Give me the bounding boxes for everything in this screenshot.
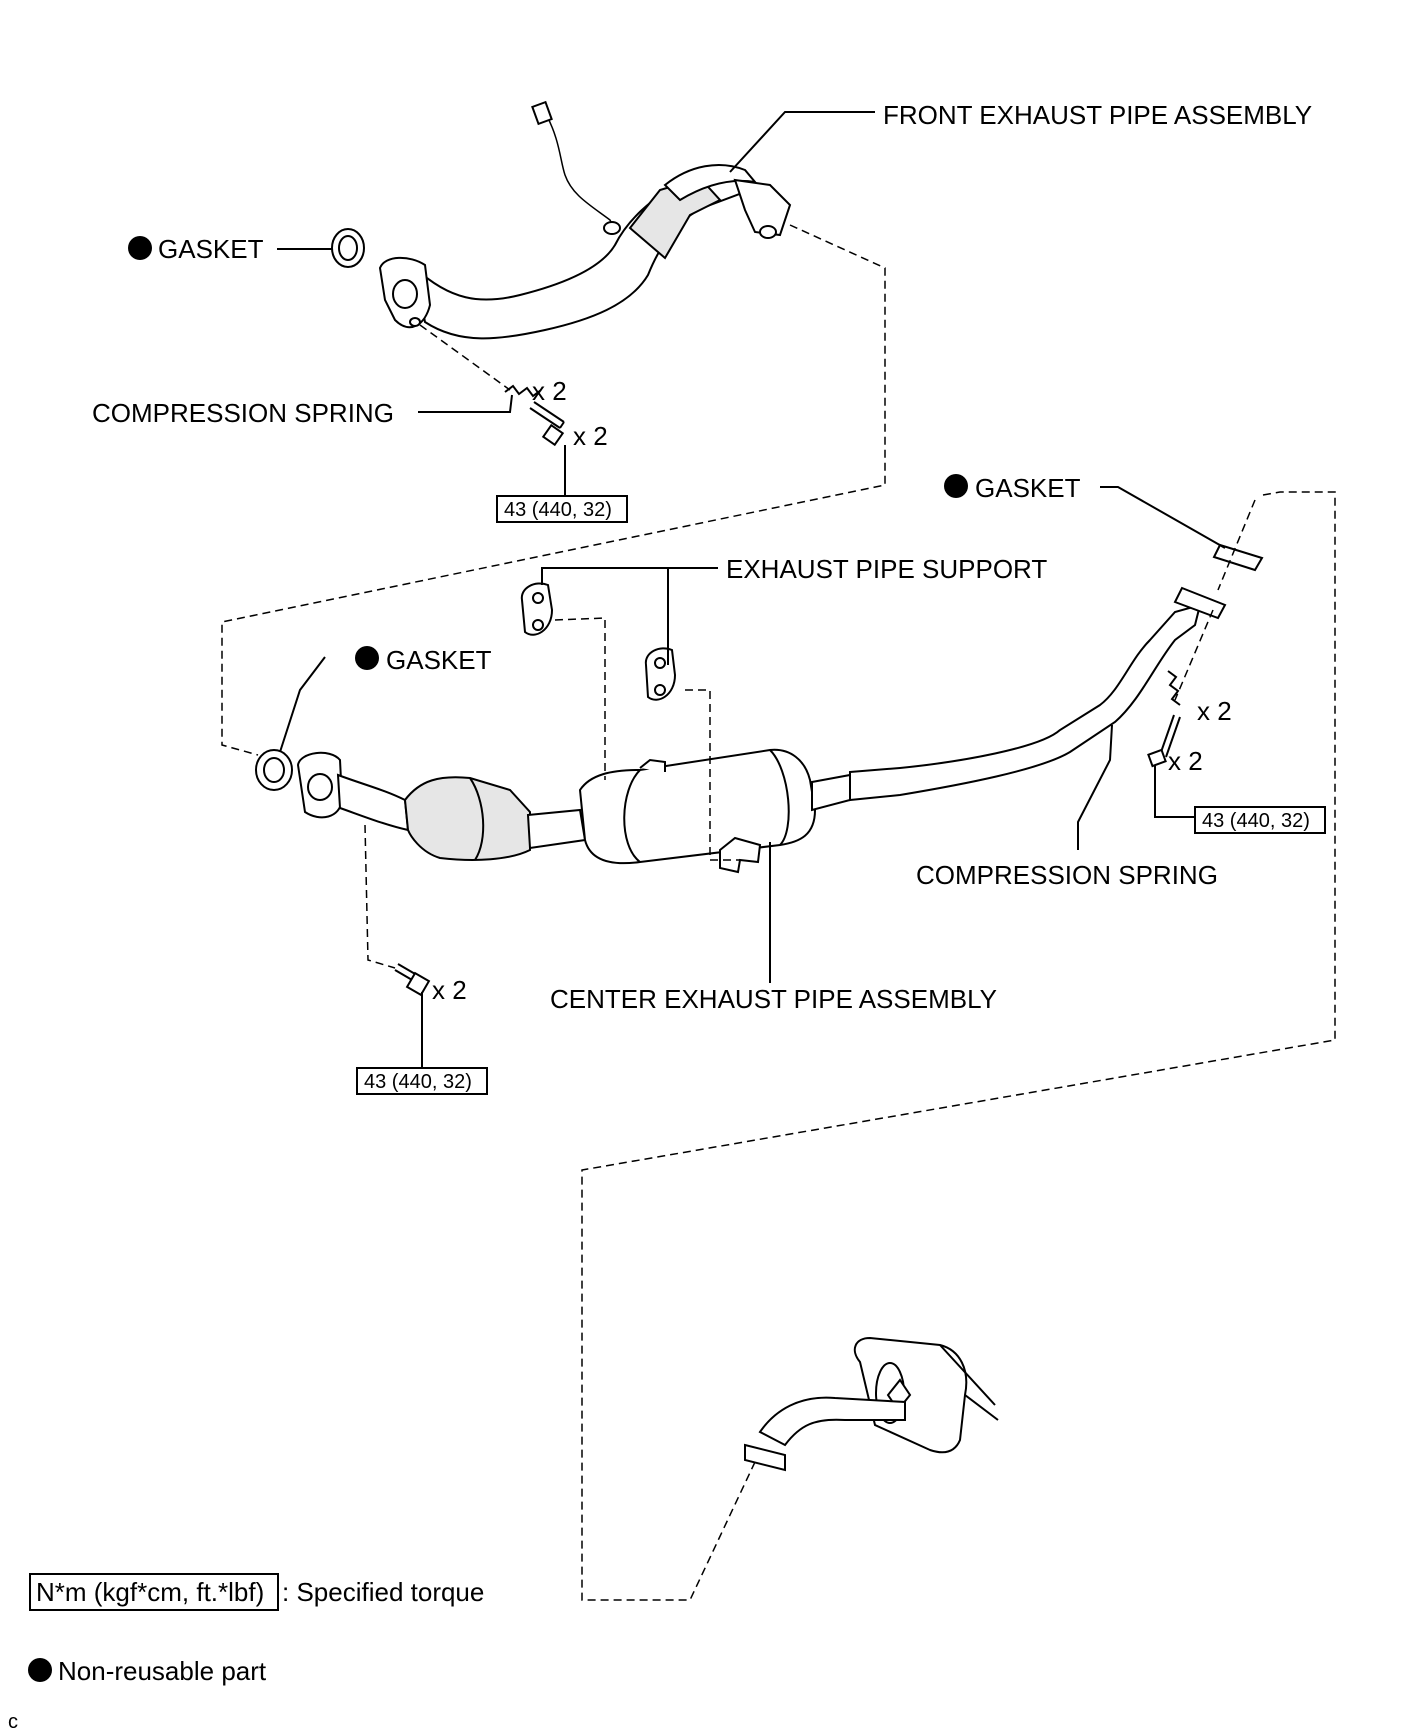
corner-code: c xyxy=(8,1711,18,1733)
label-compression-spring-2: COMPRESSION SPRING xyxy=(916,860,1218,890)
center-flange-bolt xyxy=(394,963,431,997)
nonreusable-marker-gasket-3 xyxy=(355,646,379,670)
qty-spring-front: x 2 xyxy=(532,376,567,406)
alignment-lines xyxy=(221,224,1336,1601)
torque-value-1: 43 (440, 32) xyxy=(504,499,612,521)
legend-torque-desc: : Specified torque xyxy=(282,1577,484,1607)
label-gasket-2: GASKET xyxy=(975,473,1081,503)
label-gasket-3: GASKET xyxy=(386,645,492,675)
nonreusable-marker-gasket-2 xyxy=(944,474,968,498)
label-gasket-1: GASKET xyxy=(158,234,264,264)
legend-nonreusable-desc: Non-reusable part xyxy=(58,1656,267,1686)
exhaust-pipe-supports xyxy=(520,582,677,701)
qty-spring-rear: x 2 xyxy=(1197,696,1232,726)
leader-lines xyxy=(277,111,1226,1068)
torque-box-3 xyxy=(1194,806,1326,834)
torque-value-3: 43 (440, 32) xyxy=(1202,810,1310,832)
front-exhaust-pipe-drawing xyxy=(331,100,792,340)
front-spring-bolt xyxy=(504,384,565,447)
label-center-exhaust-pipe-assembly: CENTER EXHAUST PIPE ASSEMBLY xyxy=(550,984,997,1014)
qty-bolt-front: x 2 xyxy=(573,421,608,451)
legend: N*m (kgf*cm, ft.*lbf) : Specified torque… xyxy=(28,1573,484,1686)
center-exhaust-pipe-drawing xyxy=(255,543,1264,874)
legend-torque-box xyxy=(29,1573,279,1611)
label-front-exhaust-pipe-assembly: FRONT EXHAUST PIPE ASSEMBLY xyxy=(883,100,1312,130)
torque-box-2 xyxy=(356,1067,488,1095)
label-exhaust-pipe-support: EXHAUST PIPE SUPPORT xyxy=(726,554,1047,584)
qty-bolt-rear: x 2 xyxy=(1168,746,1203,776)
torque-box-1 xyxy=(496,495,628,523)
torque-value-2: 43 (440, 32) xyxy=(364,1071,472,1093)
label-compression-spring-1: COMPRESSION SPRING xyxy=(92,398,394,428)
qty-bolt-center: x 2 xyxy=(432,975,467,1005)
rear-spring-bolt xyxy=(1147,670,1181,768)
legend-nonreusable-marker xyxy=(28,1658,52,1682)
nonreusable-marker-gasket-1 xyxy=(128,236,152,260)
tailpipe-muffler-drawing xyxy=(744,1336,999,1472)
legend-torque-unit: N*m (kgf*cm, ft.*lbf) xyxy=(36,1577,264,1607)
